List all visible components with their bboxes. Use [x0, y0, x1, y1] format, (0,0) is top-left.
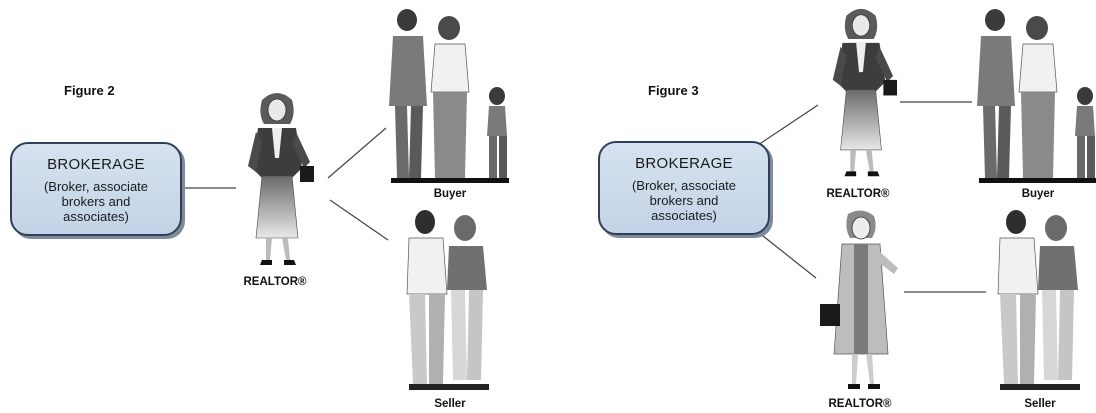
realtor-seller-label: REALTOR® — [828, 398, 892, 410]
brokerage-box: BROKERAGE (Broker, associate brokers and… — [10, 142, 182, 236]
buyer-family-illustration — [389, 9, 509, 183]
figure-2-title: Figure 2 — [64, 83, 115, 98]
buyer-family-illustration — [977, 9, 1096, 183]
brokerage-heading: BROKERAGE — [635, 155, 733, 172]
brokerage-desc-line-1: (Broker, associate — [43, 179, 149, 194]
realtor-seller-line — [329, 199, 389, 241]
brokerage-desc-line-3: associates) — [63, 209, 129, 224]
brokerage-desc-line-2: brokers and — [61, 194, 131, 209]
brokerage-desc-line-2: brokers and — [649, 193, 719, 208]
seller-label: Seller — [434, 398, 466, 410]
realtor-buyer-line — [327, 127, 387, 179]
brokerage-realtor-buyer-line — [757, 104, 819, 146]
figure-3: Figure 3 BROKERAGE (Broker, associate br… — [548, 0, 1096, 413]
realtor-label: REALTOR® — [243, 276, 307, 288]
brokerage-heading: BROKERAGE — [47, 156, 145, 173]
realtor-buyer-illustration — [832, 8, 897, 177]
brokerage-realtor-seller-line — [757, 231, 817, 279]
brokerage-desc-line-3: associates) — [651, 208, 717, 223]
brokerage-desc-line-1: (Broker, associate — [631, 178, 737, 193]
brokerage-box: BROKERAGE (Broker, associate brokers and… — [598, 141, 770, 235]
seller-couple-illustration — [997, 210, 1080, 390]
realtor-buyer-label: REALTOR® — [826, 188, 890, 200]
buyer-label: Buyer — [433, 188, 467, 200]
realtor-woman-illustration — [248, 93, 314, 265]
seller-label: Seller — [1024, 398, 1056, 410]
buyer-label: Buyer — [1021, 188, 1055, 200]
figure-2-connectors — [181, 127, 389, 241]
figure-3-connectors — [757, 101, 986, 293]
realtor-seller-illustration — [820, 210, 898, 389]
seller-couple-illustration — [406, 210, 489, 390]
figure-3-title: Figure 3 — [648, 83, 699, 98]
figure-2: Figure 2 BROKERAGE (Broker, associate br… — [10, 9, 509, 410]
